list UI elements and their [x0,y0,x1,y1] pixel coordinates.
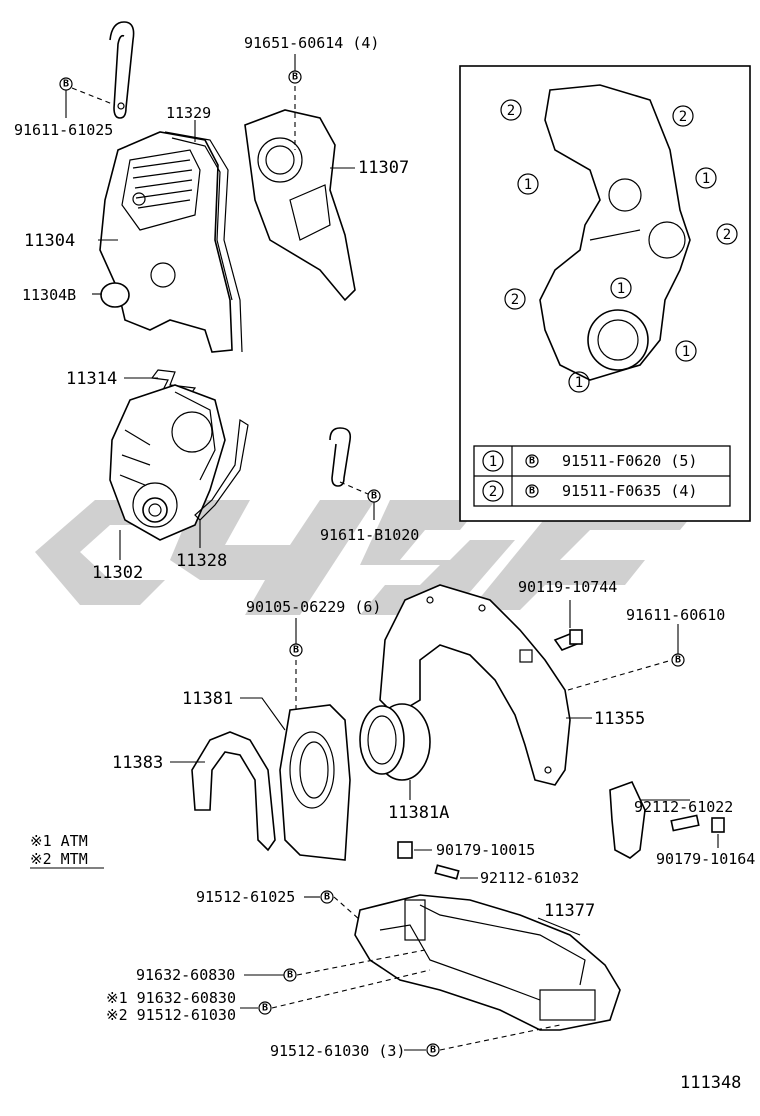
label-11383: 11383 [112,753,163,773]
label-11377: 11377 [544,901,595,921]
label-91611-61025: 91611-61025 [14,121,113,139]
label-11304B: 11304B [22,286,76,304]
label-11307: 11307 [358,158,409,178]
label-11328: 11328 [176,551,227,571]
bolt-symbol: B [283,968,297,982]
svg-text:B: B [262,1003,268,1014]
svg-text:B: B [324,892,330,903]
svg-text:1: 1 [575,375,583,391]
label-92112-61032: 92112-61032 [480,869,579,887]
svg-text:B: B [371,491,377,502]
svg-text:B: B [529,486,535,497]
svg-text:1: 1 [702,171,710,187]
label-91632-60830-note1: ※1 91632-60830 [106,989,236,1007]
label-91651-60614: 91651-60614 (4) [244,34,379,52]
label-91512-61025: 91512-61025 [196,888,295,906]
label-90119-10744: 90119-10744 [518,578,617,596]
label-11355: 11355 [594,709,645,729]
svg-text:B: B [287,970,293,981]
svg-text:1: 1 [617,281,625,297]
svg-text:1: 1 [524,177,532,193]
svg-text:1: 1 [682,344,690,360]
table-part-1: 91511-F0620 (5) [562,452,697,470]
seal-retainer-11381 [279,704,351,861]
svg-text:B: B [529,456,535,467]
label-91611-60610: 91611-60610 [626,606,725,624]
oil-pan-11377 [354,894,621,1031]
plug-11304B [100,282,130,308]
svg-text:B: B [63,79,69,90]
label-91632-60830: 91632-60830 [136,966,235,984]
bolt-symbol: B [671,653,685,667]
label-11302: 11302 [92,563,143,583]
oil-seal-11381A [359,703,431,781]
bolt-symbol: B [288,70,302,84]
label-91512-61030-3: 91512-61030 (3) [270,1042,405,1060]
label-91611-B1020: 91611-B1020 [320,526,419,544]
svg-text:1: 1 [489,454,497,470]
bolt-symbol: B [289,643,303,657]
label-11304: 11304 [24,231,75,251]
svg-text:2: 2 [489,484,497,500]
svg-text:B: B [293,645,299,656]
bolt-location-inset: 2 2 1 1 2 1 2 1 1 1 1 2 B B 91511-F0620 … [459,65,751,522]
bolt-symbol: B [367,489,381,503]
timing-case-11302 [109,384,226,541]
label-91512-61030-note2: ※2 91512-61030 [106,1006,236,1024]
svg-text:B: B [675,655,681,666]
label-11381: 11381 [182,689,233,709]
bolt-symbol: B [59,77,73,91]
seal-strip-11329 [164,131,243,353]
bolt-90119-10744 [553,629,584,651]
svg-text:B: B [430,1045,436,1056]
label-11314: 11314 [66,369,117,389]
label-90179-10015: 90179-10015 [436,841,535,859]
inset-markers: 2 2 1 1 2 1 2 1 1 1 [500,99,738,393]
svg-text:2: 2 [723,227,731,243]
diagram-id: 111348 [680,1073,741,1093]
bolt-symbol: B [258,1001,272,1015]
label-90105-06229: 90105-06229 (6) [246,598,381,616]
svg-text:2: 2 [507,103,515,119]
note-mtm: ※2 MTM [30,850,88,868]
bolt-90179-10015 [397,841,460,880]
watermark-logo [35,500,705,615]
svg-text:2: 2 [679,109,687,125]
table-part-2: 91511-F0635 (4) [562,482,697,500]
bracket-right [609,780,725,859]
cover-plate-11307 [244,109,356,302]
hook-bracket-top [109,21,135,119]
gasket-11383 [191,731,276,852]
label-11329: 11329 [166,104,211,122]
svg-text:2: 2 [511,292,519,308]
bolt-symbol: B [426,1043,440,1057]
label-11381A: 11381A [388,803,449,823]
label-90179-10164: 90179-10164 [656,850,755,868]
svg-text:B: B [292,72,298,83]
timing-cover-11304 [99,131,233,353]
hook-bracket-mid [329,427,352,487]
bolt-symbol: B [320,890,334,904]
label-92112-61022: 92112-61022 [634,798,733,816]
note-atm: ※1 ATM [30,832,88,850]
